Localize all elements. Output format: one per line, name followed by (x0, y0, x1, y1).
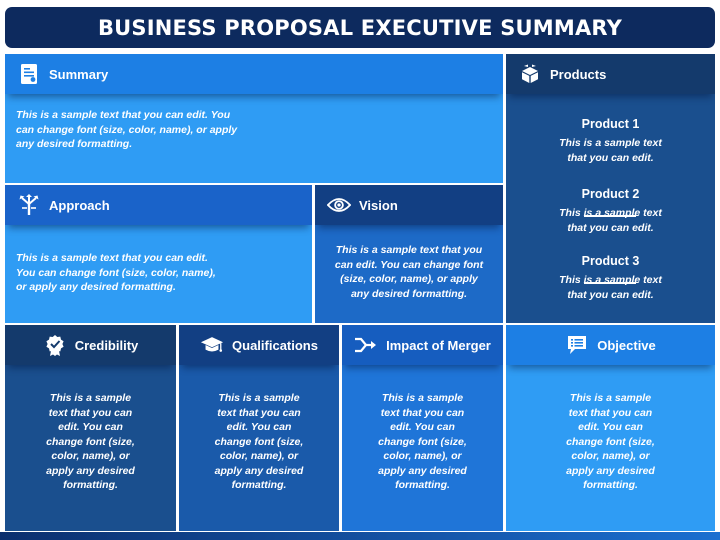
objective-text-line: text that you can (568, 406, 653, 419)
qualifications-text-line: text that you can (217, 406, 301, 419)
title-bar: BUSINESS PROPOSAL EXECUTIVE SUMMARY (5, 7, 715, 48)
credibility-text-line: edit. You can (58, 421, 123, 433)
summary-header: Summary (5, 54, 503, 94)
credibility-header: Credibility (5, 325, 176, 365)
vision-text-line: any desired formatting. (350, 287, 468, 300)
vision-panel: Vision This is a sample text that you ca… (315, 185, 503, 323)
summary-text-line: any desired formatting. (16, 138, 133, 150)
product-text-line: that you can edit. (567, 221, 654, 234)
objective-text-line: edit. You can (578, 421, 643, 433)
product-name: Product 3 (581, 254, 640, 268)
merge-arrow-icon (354, 333, 378, 357)
credibility-text-line: change font (size, (46, 435, 135, 448)
products-list: Product 1 This is a sample text that you… (506, 94, 715, 323)
product-item: Product 1 This is a sample text that you… (506, 117, 715, 165)
impact-text-line: formatting. (395, 479, 450, 491)
eye-icon (327, 193, 351, 217)
product-text-line: This is a sample text (559, 137, 662, 149)
approach-header: Approach (5, 185, 312, 225)
qualifications-text-line: formatting. (231, 479, 287, 491)
graduation-cap-icon (200, 333, 224, 357)
objective-text-line: formatting. (583, 479, 638, 491)
qualifications-text-line: apply any desired (214, 464, 304, 477)
vision-label: Vision (359, 197, 398, 213)
summary-label: Summary (49, 66, 109, 82)
product-item: Product 2 This is a sample text that you… (506, 187, 715, 235)
qualifications-label: Qualifications (232, 337, 318, 353)
qualifications-panel: Qualifications This is a sample text tha… (179, 325, 339, 531)
objective-panel: Objective This is a sample text that you… (506, 325, 715, 531)
impact-header: Impact of Merger (342, 325, 503, 365)
objective-text-line: apply any desired (566, 464, 655, 477)
arrows-split-icon (17, 193, 41, 217)
impact-label: Impact of Merger (386, 337, 491, 353)
objective-text-line: This is a sample (569, 392, 652, 404)
objective-text-line: change font (size, (566, 435, 655, 448)
impact-panel: Impact of Merger This is a sample text t… (342, 325, 503, 531)
approach-text: This is a sample text that you can edit.… (5, 225, 312, 323)
product-text-line: that you can edit. (567, 151, 654, 164)
summary-text-line: This is a sample text that you can edit.… (16, 109, 231, 121)
bottom-accent-bar (0, 532, 720, 540)
credibility-label: Credibility (74, 337, 139, 353)
qualifications-text: This is a sample text that you can edit.… (179, 365, 339, 531)
vision-text-line: (size, color, name), or apply (340, 273, 478, 285)
product-text: This is a sample text that you can edit. (506, 273, 715, 302)
qualifications-text-line: color, name), or (219, 450, 299, 462)
objective-text: This is a sample text that you can edit.… (506, 365, 715, 531)
chat-list-icon (565, 333, 589, 357)
products-header: Products (506, 54, 715, 94)
qualifications-text-line: edit. You can (226, 421, 292, 433)
product-item: Product 3 This is a sample text that you… (506, 254, 715, 302)
product-text-line: This is a sample text (559, 207, 662, 219)
credibility-text-line: This is a sample (49, 392, 132, 404)
objective-text-line: color, name), or (571, 450, 650, 462)
page-title: BUSINESS PROPOSAL EXECUTIVE SUMMARY (97, 15, 623, 40)
product-divider (584, 282, 636, 284)
vision-header: Vision (315, 185, 503, 225)
vision-text-line: This is a sample text that you (335, 244, 483, 256)
credibility-text-line: color, name), or (51, 450, 130, 462)
summary-text: This is a sample text that you can edit.… (5, 94, 503, 183)
impact-text-line: This is a sample (381, 392, 464, 404)
impact-text-line: text that you can (380, 406, 465, 419)
approach-label: Approach (49, 197, 110, 213)
product-name: Product 1 (581, 117, 640, 131)
boxes-icon (518, 62, 542, 86)
credibility-text: This is a sample text that you can edit.… (5, 365, 176, 531)
impact-text-line: edit. You can (390, 421, 455, 433)
approach-text-line: This is a sample text that you can edit. (16, 252, 208, 264)
summary-panel: Summary This is a sample text that you c… (5, 54, 503, 183)
product-text-line: that you can edit. (567, 288, 654, 301)
product-divider (584, 215, 636, 217)
products-panel: Products Product 1 This is a sample text… (506, 54, 715, 323)
product-name: Product 2 (581, 187, 640, 201)
product-text-line: This is a sample text (559, 274, 662, 286)
credibility-panel: Credibility This is a sample text that y… (5, 325, 176, 531)
credibility-text-line: formatting. (63, 479, 118, 491)
document-icon (17, 62, 41, 86)
badge-check-icon (43, 333, 67, 357)
impact-text-line: apply any desired (378, 464, 467, 477)
impact-text: This is a sample text that you can edit.… (342, 365, 503, 531)
vision-text-line: can edit. You can change font (334, 258, 484, 271)
product-text: This is a sample text that you can edit. (506, 136, 715, 165)
objective-label: Objective (597, 337, 656, 353)
impact-text-line: color, name), or (383, 450, 462, 462)
objective-header: Objective (506, 325, 715, 365)
qualifications-text-line: change font (size, (214, 435, 304, 448)
product-text: This is a sample text that you can edit. (506, 206, 715, 235)
credibility-text-line: text that you can (48, 406, 133, 419)
qualifications-header: Qualifications (179, 325, 339, 365)
vision-text: This is a sample text that you can edit.… (315, 225, 503, 323)
approach-text-line: You can change font (size, color, name), (16, 266, 216, 279)
products-label: Products (550, 66, 607, 82)
approach-panel: Approach This is a sample text that you … (5, 185, 312, 323)
credibility-text-line: apply any desired (46, 464, 135, 477)
summary-text-line: can change font (size, color, name), or … (16, 123, 238, 136)
impact-text-line: change font (size, (378, 435, 467, 448)
qualifications-text-line: This is a sample (218, 392, 300, 404)
approach-text-line: or apply any desired formatting. (16, 281, 176, 293)
